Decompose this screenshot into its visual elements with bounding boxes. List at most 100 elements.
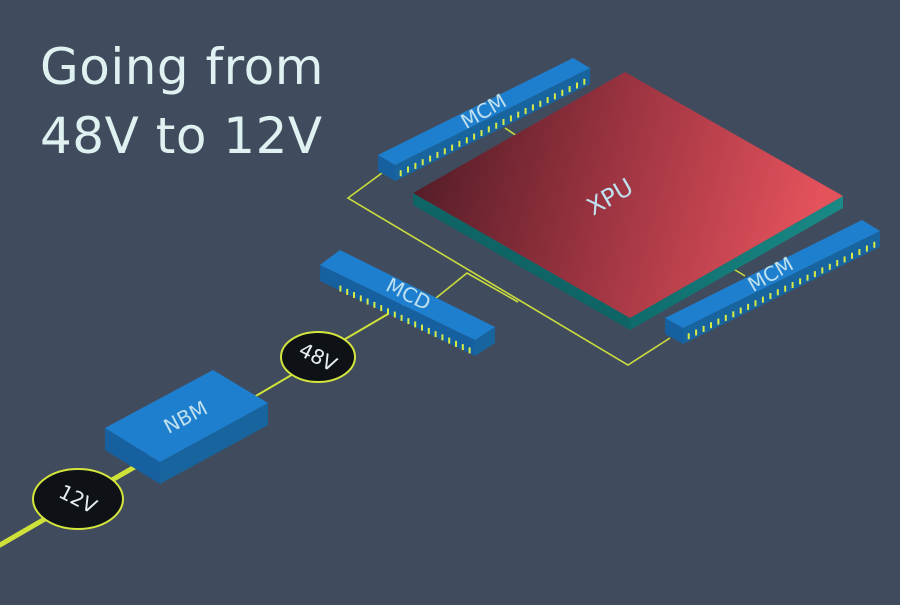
pin: [473, 133, 476, 140]
voltage-badge-48v-circle: [280, 331, 356, 383]
pin: [380, 305, 383, 312]
nbm-side-front: [160, 403, 268, 484]
pin: [858, 249, 861, 256]
pin: [710, 322, 712, 329]
pin: [451, 144, 454, 151]
pin: [346, 288, 349, 295]
mcm-bottom-side-front: [683, 231, 880, 344]
pin: [407, 318, 410, 325]
pin: [366, 298, 369, 305]
pin: [702, 325, 705, 332]
mcd-pins: [339, 285, 471, 354]
mcm-top-module: MCM: [378, 58, 590, 181]
pin: [576, 82, 578, 89]
pin: [455, 340, 457, 347]
trace-mcm-top: [346, 169, 671, 366]
pin: [502, 119, 505, 125]
pin: [695, 329, 698, 336]
pin: [761, 296, 764, 303]
voltage-badge-12v: 12V: [32, 468, 124, 530]
pin: [717, 318, 720, 325]
pin: [399, 170, 402, 177]
pin: [539, 100, 542, 107]
mcd-face: [320, 250, 495, 340]
pin: [754, 300, 757, 307]
pin: [583, 78, 586, 85]
pin: [458, 140, 461, 147]
mcm-bottom-side-left: [665, 318, 683, 344]
xpu-chip: XPU: [413, 72, 843, 330]
pin: [813, 271, 816, 278]
pin: [769, 293, 772, 299]
pin: [434, 331, 437, 338]
pin: [421, 324, 423, 331]
pin: [732, 311, 735, 318]
pin: [339, 285, 342, 292]
pin: [546, 97, 549, 104]
pin: [429, 155, 432, 162]
nbm-side-left: [105, 428, 160, 484]
pin: [487, 126, 490, 133]
pin: [373, 301, 376, 308]
pin: [465, 137, 468, 144]
pin: [865, 245, 868, 252]
xpu-side-right: [630, 196, 843, 330]
title-line-2: 48V to 12V: [40, 107, 323, 165]
pin: [427, 327, 430, 334]
mcm-bottom-face: [665, 220, 880, 328]
pin: [414, 162, 417, 169]
nbm-face: [105, 370, 268, 462]
pin: [359, 295, 362, 302]
mcm-top-side-front: [395, 68, 590, 181]
mcd-side-front: [475, 327, 495, 356]
mcm-top-face: [378, 58, 590, 165]
pin: [791, 282, 794, 288]
mcm-top-pins: [399, 78, 586, 177]
mcm-bottom-pins: [687, 241, 876, 340]
mcm-top-side-left: [378, 155, 395, 181]
voltage-badge-12v-circle: [32, 468, 124, 530]
mcd-module: MCD: [320, 250, 495, 356]
pin: [441, 334, 444, 341]
pin: [517, 111, 520, 118]
pin: [747, 303, 750, 310]
pin: [687, 333, 690, 340]
nbm-module: NBM: [105, 370, 268, 484]
pin: [799, 278, 802, 285]
pin: [784, 285, 787, 292]
pin: [509, 115, 512, 122]
pin: [407, 166, 409, 173]
pin: [387, 308, 389, 315]
pin: [436, 151, 439, 158]
pin: [443, 148, 446, 155]
pin: [461, 344, 464, 351]
pin: [806, 274, 809, 281]
pin: [843, 256, 846, 263]
pin: [421, 159, 424, 166]
pin: [776, 289, 779, 296]
pin: [739, 307, 742, 314]
pin: [400, 314, 403, 321]
mcm-bottom-module: MCM: [665, 220, 880, 344]
pin: [836, 260, 839, 267]
pin: [414, 321, 417, 328]
pin: [568, 86, 571, 93]
pin: [873, 241, 876, 248]
voltage-badge-48v: 48V: [280, 331, 356, 383]
pin: [448, 337, 451, 344]
pin: [353, 292, 355, 299]
pin: [561, 89, 564, 96]
pin: [821, 267, 824, 274]
pin: [531, 104, 534, 111]
title-line-1: Going from: [40, 38, 324, 96]
pin: [828, 263, 831, 270]
pin: [393, 311, 396, 318]
xpu-side-left: [413, 193, 630, 330]
pin: [480, 130, 483, 136]
xpu-top: [413, 72, 843, 318]
pin: [524, 108, 527, 115]
pin: [724, 314, 727, 321]
pin: [851, 252, 853, 259]
